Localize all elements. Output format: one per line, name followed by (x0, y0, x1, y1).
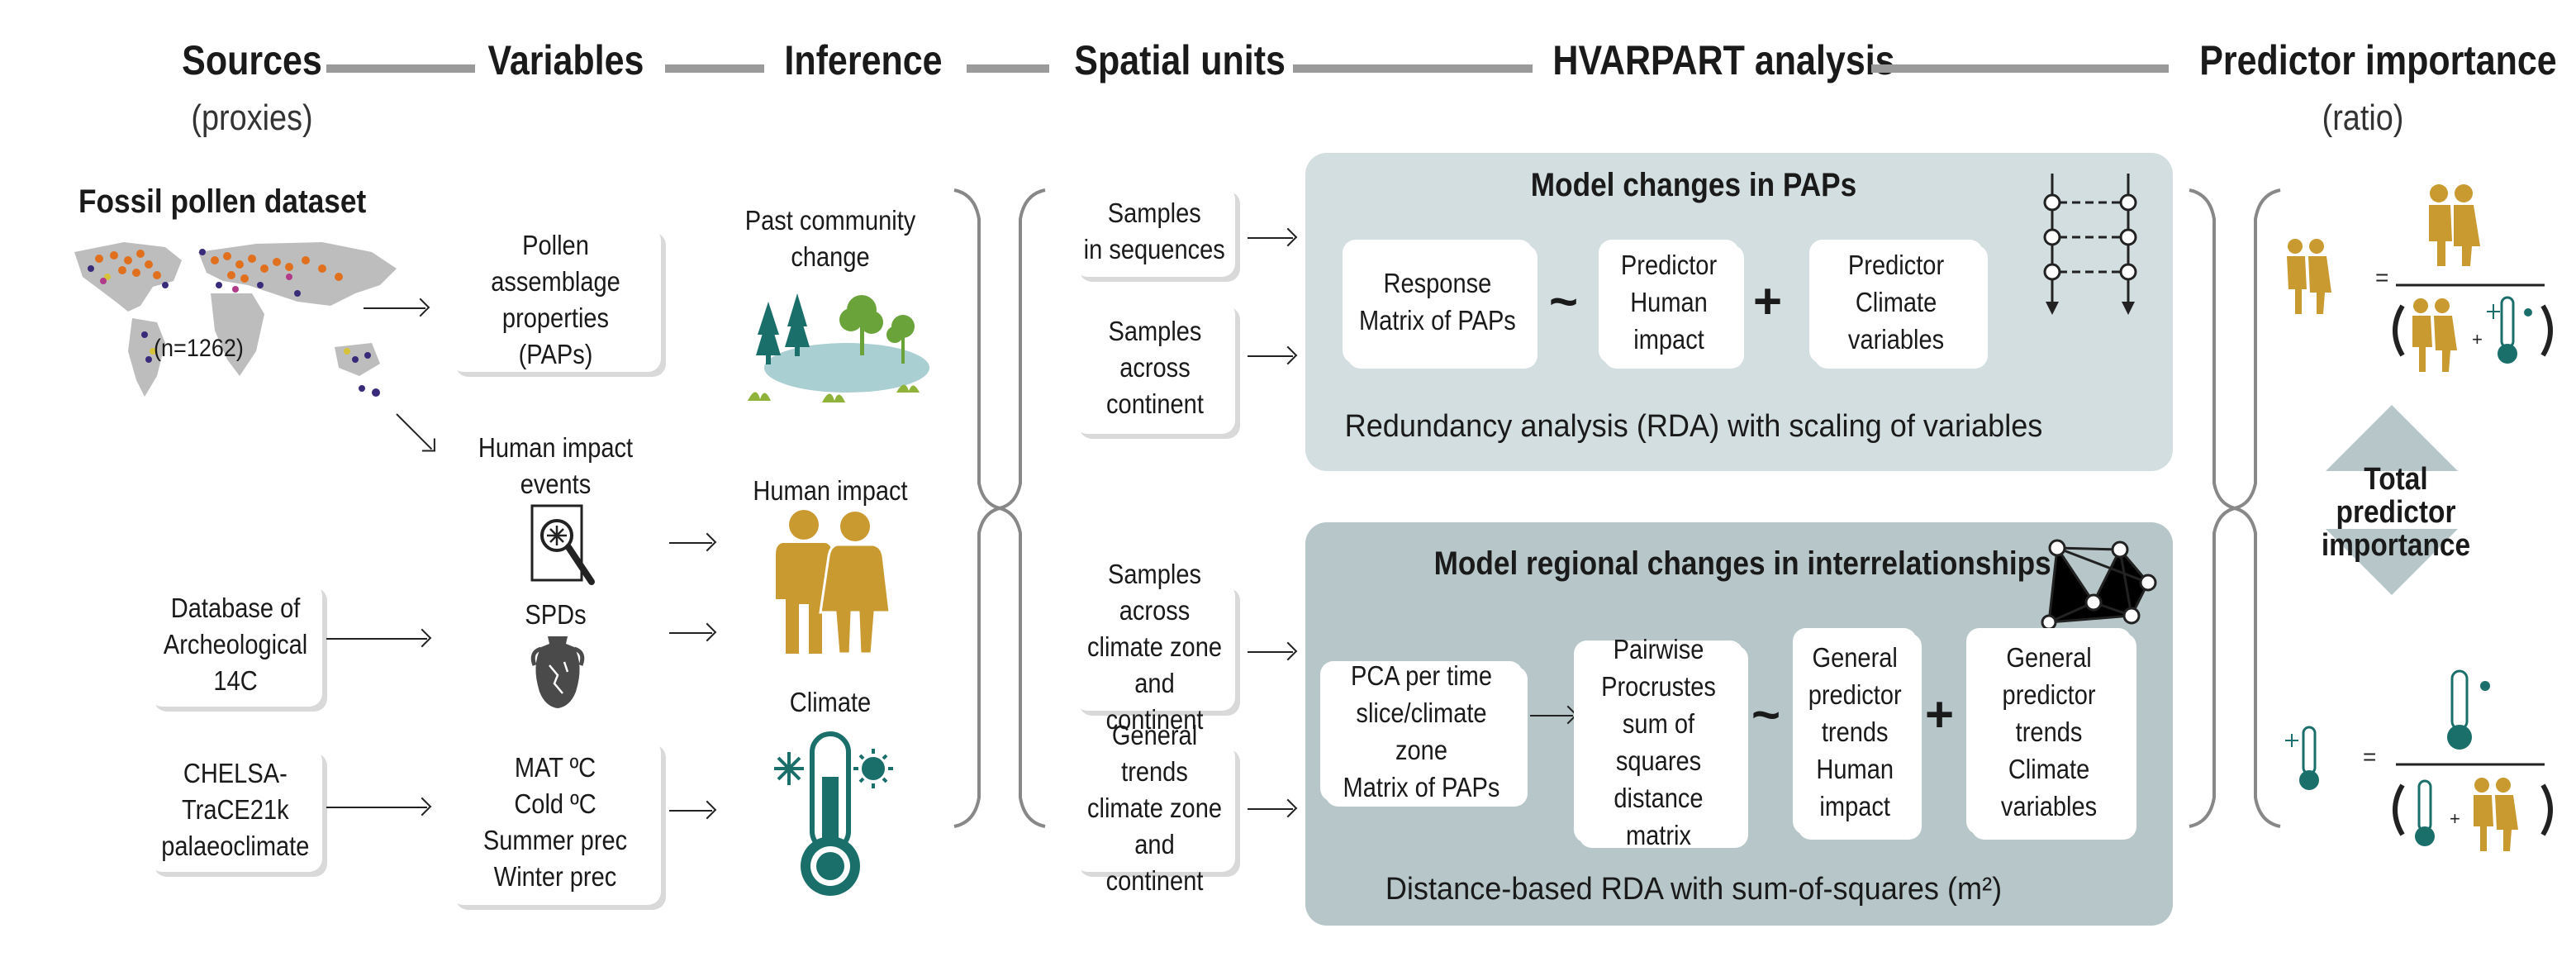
tilde-operator: ~ (1751, 687, 1781, 742)
panel1-title: Model changes in PAPs (1530, 167, 1857, 203)
svg-text:=: = (2375, 264, 2388, 290)
spatial-samples-in-sequences: Samples in sequences (1074, 186, 1235, 277)
panel2-title: Model regional changes in interrelations… (1433, 545, 2051, 582)
header-predictor-importance-sub: (ratio) (2322, 98, 2404, 138)
brace-left (953, 188, 1046, 828)
source-chelsa-trace21k: CHELSA- TraCE21k palaeoclimate (149, 748, 322, 872)
landscape-trees-icon (748, 293, 929, 402)
header-hvarpart: HVARPART analysis (1552, 37, 1895, 83)
arrow (364, 307, 425, 309)
plus-operator: + (1753, 274, 1783, 329)
total-importance-arrows-icon (2326, 405, 2458, 595)
header-connector (326, 64, 475, 73)
spatial-samples-climate-zone: Samples across climate zone and continen… (1074, 559, 1235, 735)
arrow (669, 632, 712, 634)
spatial-samples-across-continent: Samples across continent (1074, 302, 1235, 434)
arrow (1248, 808, 1293, 810)
svg-text:+: + (2450, 808, 2460, 829)
panel2-predictor-climate: General predictor trends Climate variabl… (1966, 628, 2132, 835)
inference-climate: Climate (789, 687, 872, 717)
arrow (396, 413, 433, 450)
inference-human-impact: Human impact (753, 475, 908, 506)
amphora-icon (530, 636, 585, 708)
sequence-diagram-icon (2043, 174, 2137, 315)
fossil-pollen-count: (n=1262) (154, 335, 244, 362)
variable-spds: SPDs (525, 599, 587, 630)
human-importance-ratio-icon: = + (2287, 184, 2553, 372)
header-variables: Variables (487, 37, 644, 83)
header-spatial-units: Spatial units (1074, 37, 1286, 83)
header-predictor-importance: Predictor importance (2199, 37, 2557, 83)
header-connector (1293, 64, 1533, 73)
total-predictor-importance: Total predictor importance (2321, 462, 2471, 563)
header-connector (665, 64, 764, 73)
arrow (1248, 355, 1293, 357)
plus-operator: + (1925, 687, 1955, 742)
network-graph-icon (2041, 539, 2157, 631)
climate-importance-ratio-icon: = + (2285, 669, 2553, 851)
panel1-predictor-climate: Predictor Climate variables (1809, 240, 1983, 364)
spatial-general-trends: General trends climate zone and continen… (1074, 720, 1235, 896)
variable-paps: Pollen assemblage properties (PAPs) (450, 227, 661, 372)
header-sources: Sources (182, 37, 322, 83)
arrow (326, 638, 427, 640)
fossil-pollen-title: Fossil pollen dataset (78, 183, 367, 220)
panel1-response-paps: Response Matrix of PAPs (1343, 240, 1533, 364)
thermometer-icon (774, 731, 893, 896)
inference-community-change: Past community change (744, 205, 916, 272)
variable-human-impact-events: Human impact events (478, 432, 634, 499)
panel2-predictor-human: General predictor trends Human impact (1793, 628, 1917, 835)
arrow (669, 542, 712, 544)
panel2-pca: PCA per time slice/climate zone Matrix o… (1320, 660, 1523, 802)
brace-right (2189, 188, 2281, 828)
panel1-footer: Redundancy analysis (RDA) with scaling o… (1344, 409, 2043, 444)
world-map-icon (74, 242, 397, 397)
panel2-footer: Distance-based RDA with sum-of-squares (… (1385, 872, 2003, 907)
header-sources-sub: (proxies) (191, 98, 313, 138)
header-inference: Inference (784, 37, 943, 83)
arrow (326, 807, 427, 808)
arrow (1530, 715, 1573, 717)
svg-text:=: = (2363, 744, 2376, 769)
arrow (1248, 651, 1293, 653)
tilde-operator: ~ (1549, 274, 1579, 329)
variable-climate-vars: MAT ºC Cold ºC Summer prec Winter prec (450, 740, 661, 905)
arrow (1248, 237, 1293, 239)
arrow (669, 810, 712, 812)
source-archeological-14c: Database of Archeological 14C (149, 583, 322, 707)
svg-text:+: + (2472, 329, 2483, 350)
panel2-procrustes: Pairwise Procrustes sum of squares dista… (1574, 634, 1743, 850)
magnifier-document-icon (530, 504, 595, 585)
header-connector (967, 64, 1049, 73)
header-connector (1871, 64, 2169, 73)
people-icon (776, 510, 891, 655)
panel1-predictor-human: Predictor Human impact (1599, 240, 1739, 364)
